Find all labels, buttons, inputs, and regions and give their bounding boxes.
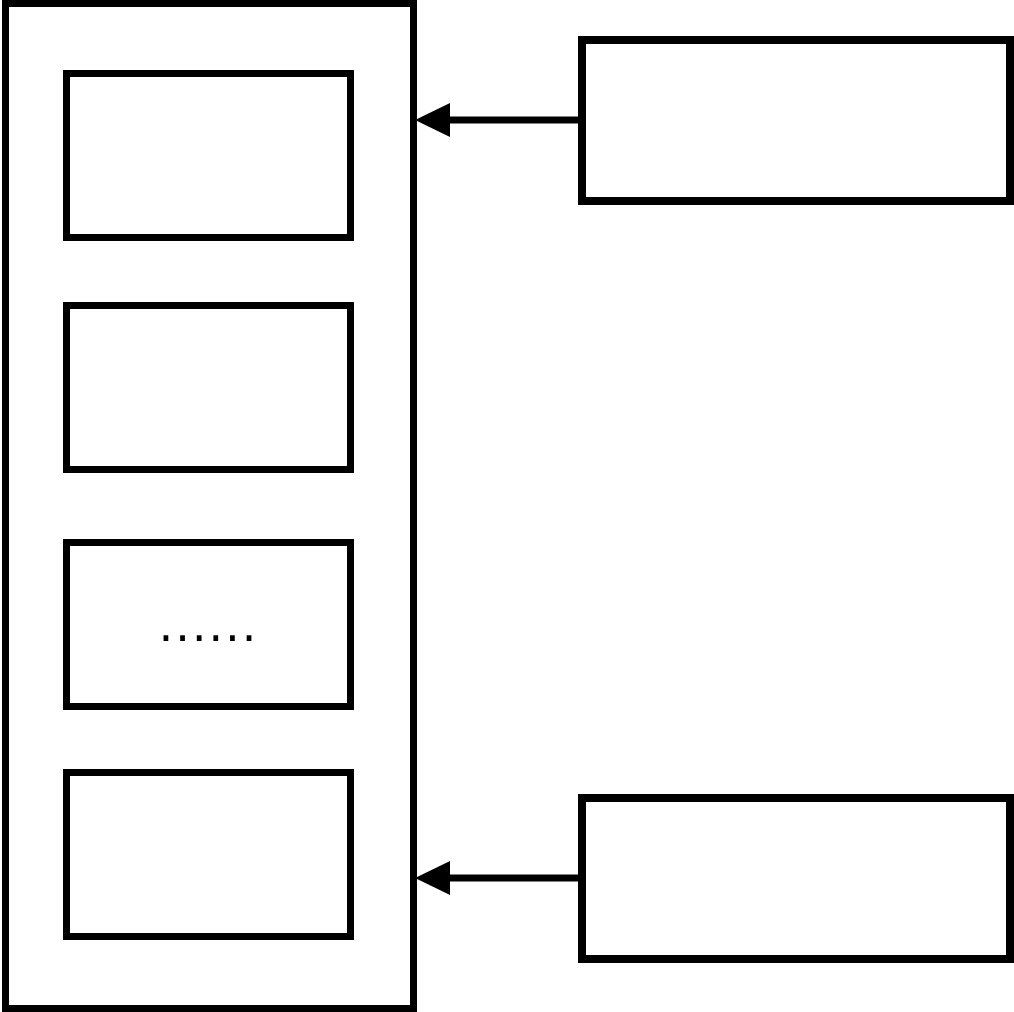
stack-container: ...... [2, 0, 417, 1012]
ellipsis-label: ...... [158, 597, 259, 652]
stack-item-last [63, 769, 354, 940]
stack-item-1 [63, 70, 354, 241]
arrow-bottom [415, 861, 578, 895]
side-box-top [578, 36, 1014, 205]
arrow-bottom-head-icon [415, 861, 450, 895]
arrow-top [415, 103, 578, 137]
side-box-bottom [578, 794, 1014, 963]
stack-item-2 [63, 302, 354, 473]
stack-item-ellipsis: ...... [63, 539, 354, 710]
arrow-top-head-icon [415, 103, 450, 137]
